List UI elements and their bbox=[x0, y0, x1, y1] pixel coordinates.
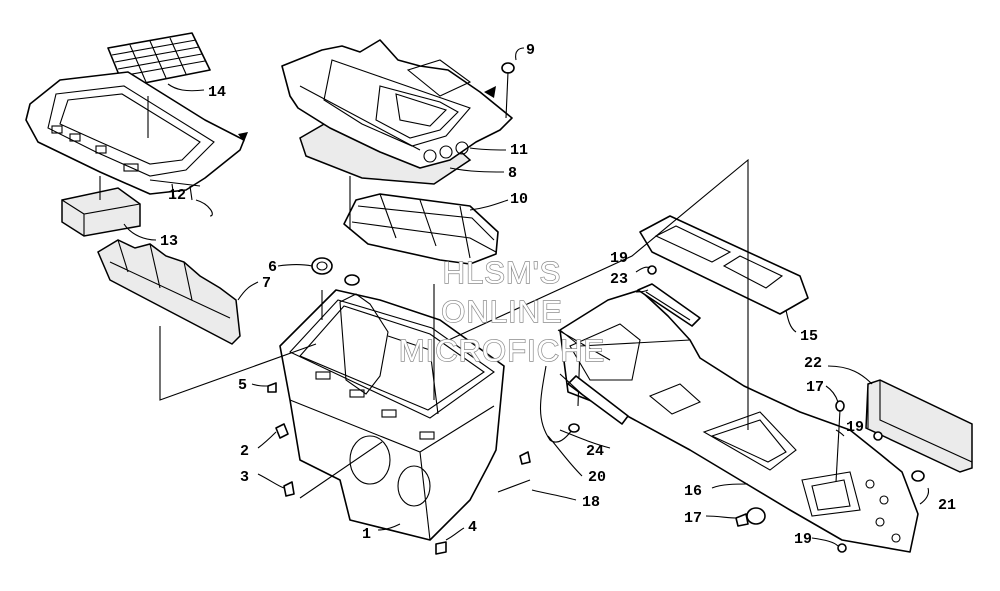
instrument-housing-part bbox=[25, 71, 248, 201]
watermark-line-1: HLSM'S bbox=[443, 255, 562, 290]
bracket-part bbox=[637, 265, 701, 327]
watermark: HLSM'S ONLINE MICROFICHE bbox=[398, 254, 605, 368]
callout-10: 10 bbox=[510, 191, 528, 208]
callout-11: 11 bbox=[510, 142, 528, 159]
callout-leaders bbox=[123, 47, 930, 547]
callout-21: 21 bbox=[938, 497, 956, 514]
callout-4: 4 bbox=[468, 519, 477, 536]
callout-5: 5 bbox=[238, 377, 247, 394]
fasteners-left bbox=[267, 382, 447, 555]
callout-3: 3 bbox=[240, 469, 249, 486]
callout-2: 2 bbox=[240, 443, 249, 460]
plug-part bbox=[501, 62, 515, 74]
fasteners-right bbox=[735, 400, 925, 553]
callout-24: 24 bbox=[586, 443, 604, 460]
switch-wire-part bbox=[519, 365, 629, 465]
callout-19c: 19 bbox=[794, 531, 812, 548]
explosion-lines bbox=[99, 71, 841, 499]
callout-23: 23 bbox=[610, 271, 628, 288]
callout-19a: 19 bbox=[610, 250, 628, 267]
callout-18: 18 bbox=[582, 494, 600, 511]
callout-17a: 17 bbox=[806, 379, 824, 396]
callout-20: 20 bbox=[588, 469, 606, 486]
cover-lid-part bbox=[343, 193, 499, 265]
callout-labels: 1 2 3 4 5 6 7 8 9 10 11 12 13 14 15 16 1… bbox=[160, 42, 956, 548]
watermark-line-2: ONLINE bbox=[441, 294, 562, 329]
foam-block-right-part bbox=[865, 379, 973, 473]
callout-19b: 19 bbox=[846, 419, 864, 436]
callout-12: 12 bbox=[168, 187, 186, 204]
grille-part bbox=[107, 32, 211, 88]
callout-1: 1 bbox=[362, 526, 371, 543]
callout-17b: 17 bbox=[684, 510, 702, 527]
callout-6: 6 bbox=[268, 259, 277, 276]
watermark-line-3: MICROFICHE bbox=[399, 333, 605, 368]
callout-13: 13 bbox=[160, 233, 178, 250]
upper-tray-part bbox=[281, 39, 513, 185]
callout-22: 22 bbox=[804, 355, 822, 372]
foam-pad-part bbox=[61, 187, 141, 237]
gasket-frame-part bbox=[639, 215, 809, 315]
callout-15: 15 bbox=[800, 328, 818, 345]
grommet-part bbox=[311, 257, 360, 286]
callout-14: 14 bbox=[208, 84, 226, 101]
callout-7: 7 bbox=[262, 275, 271, 292]
callout-8: 8 bbox=[508, 165, 517, 182]
callout-16: 16 bbox=[684, 483, 702, 500]
console-box-part bbox=[279, 289, 505, 541]
callout-9: 9 bbox=[526, 42, 535, 59]
right-base-panel-part bbox=[559, 289, 919, 553]
foam-strip-part bbox=[97, 239, 241, 345]
